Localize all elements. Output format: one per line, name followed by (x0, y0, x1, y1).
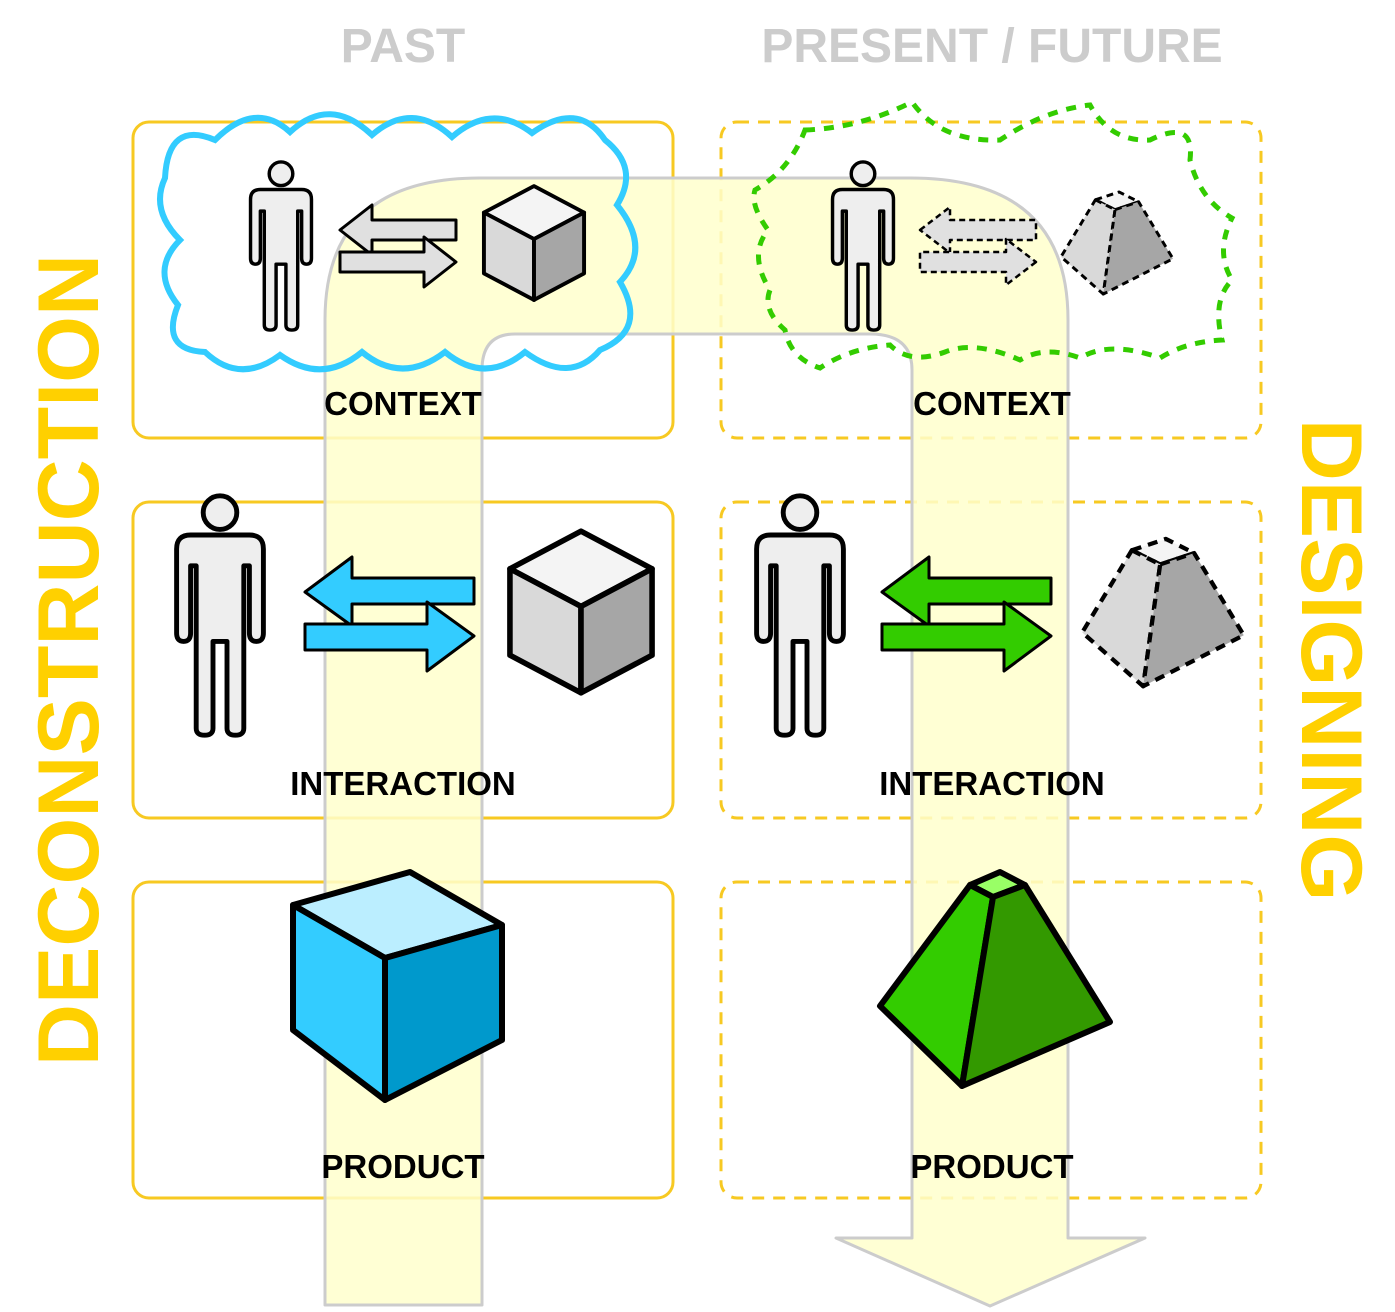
person-icon (757, 496, 844, 735)
side-label-designing: DESIGNING (1283, 419, 1379, 902)
future-context-illustration (751, 98, 1236, 371)
u-turn-arrow-icon (323, 176, 1147, 1308)
column-heading-present-future: PRESENT / FUTURE (761, 20, 1222, 73)
frustum-icon (1059, 190, 1175, 296)
person-icon (248, 160, 314, 332)
bidirectional-arrows-icon (880, 555, 1053, 673)
past-interaction-illustration (177, 496, 652, 735)
cube-icon (510, 531, 652, 693)
context-dashed-star-boundary (751, 98, 1236, 371)
future-product-label: PRODUCT (910, 1148, 1073, 1185)
column-heading-past: PAST (341, 20, 465, 73)
future-interaction-illustration (757, 496, 1244, 735)
context-wavy-boundary (157, 111, 639, 373)
bidirectional-arrows-icon (303, 555, 476, 673)
person-icon (177, 496, 264, 735)
bidirectional-arrows-icon (338, 203, 458, 289)
cube-icon (481, 184, 587, 302)
past-context-label: CONTEXT (324, 385, 482, 422)
frustum-icon (877, 869, 1113, 1089)
past-interaction-label: INTERACTION (290, 765, 516, 802)
bidirectional-arrows-icon (918, 205, 1038, 287)
frustum-icon (1082, 539, 1244, 686)
future-interaction-label: INTERACTION (879, 765, 1105, 802)
side-label-deconstruction: DECONSTRUCTION (21, 254, 117, 1066)
past-context-illustration (157, 111, 639, 373)
cube-icon (290, 869, 505, 1103)
past-product-label: PRODUCT (321, 1148, 484, 1185)
future-context-label: CONTEXT (913, 385, 1071, 422)
